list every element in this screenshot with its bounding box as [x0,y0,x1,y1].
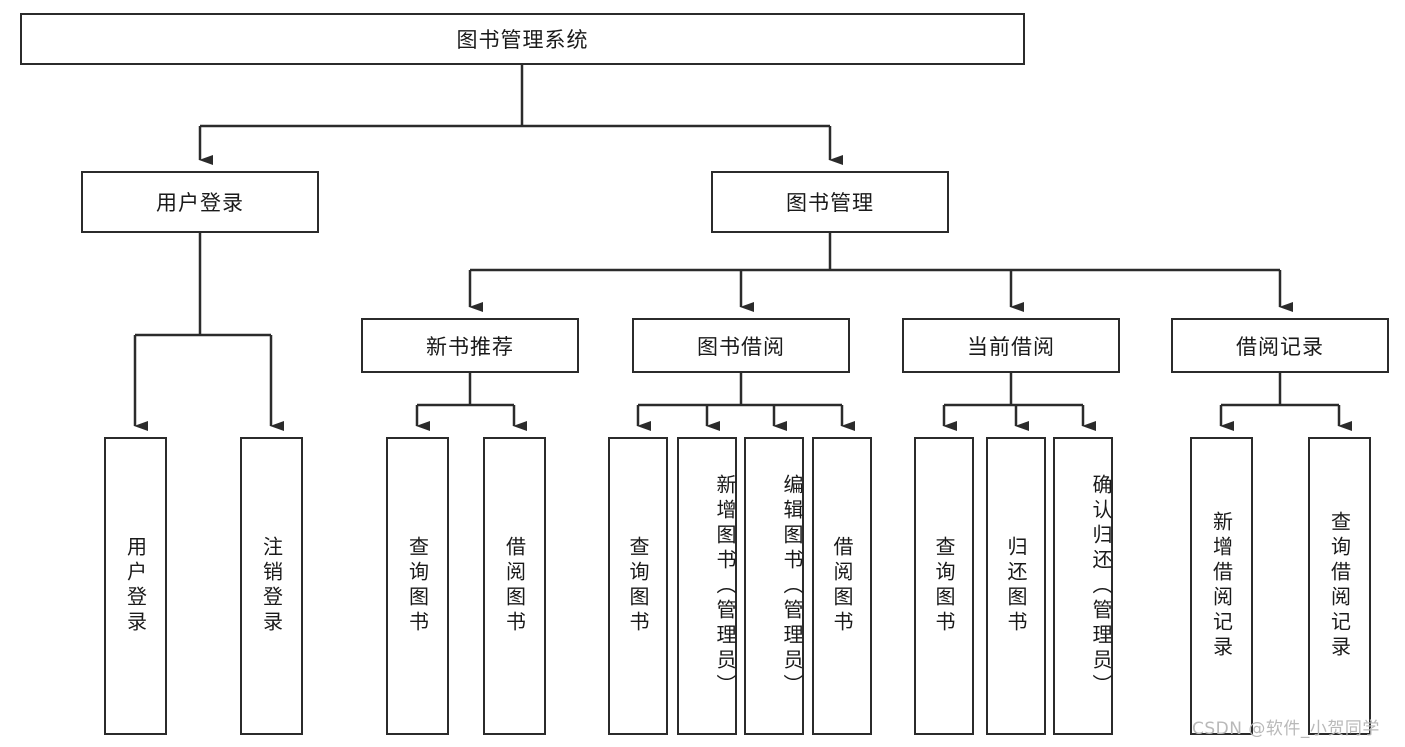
node-borrow-record-label: 借阅记录 [1236,334,1324,359]
node-leaf-borrow-book-bor-label: 借阅图书 [830,536,854,636]
node-leaf-confirm-return-label: 确认归还（管理员） [1089,473,1113,699]
node-leaf-user-logout[interactable]: 注销登录 [240,437,303,735]
node-leaf-query-book-bor[interactable]: 查询图书 [608,437,668,735]
node-book-manage-label: 图书管理 [786,191,874,215]
node-current-borrow[interactable]: 当前借阅 [902,318,1120,373]
node-leaf-confirm-return[interactable]: 确认归还（管理员） [1053,437,1113,735]
csdn-watermark: CSDN @软件_小贺同学 [1192,719,1380,739]
node-leaf-edit-book-label: 编辑图书（管理员） [780,473,804,699]
node-leaf-add-book[interactable]: 新增图书（管理员） [677,437,737,735]
node-leaf-user-login-label: 用户登录 [123,536,148,636]
node-leaf-borrow-book-bor[interactable]: 借阅图书 [812,437,872,735]
node-leaf-query-record[interactable]: 查询借阅记录 [1308,437,1371,735]
node-new-book-recommend-label: 新书推荐 [426,334,514,359]
node-borrow-record[interactable]: 借阅记录 [1171,318,1389,373]
node-book-borrow-label: 图书借阅 [697,334,785,359]
node-leaf-add-record[interactable]: 新增借阅记录 [1190,437,1253,735]
node-leaf-query-book-rec[interactable]: 查询图书 [386,437,449,735]
node-user-login[interactable]: 用户登录 [81,171,319,233]
node-leaf-borrow-book-rec[interactable]: 借阅图书 [483,437,546,735]
node-leaf-user-login[interactable]: 用户登录 [104,437,167,735]
node-leaf-query-book-cur[interactable]: 查询图书 [914,437,974,735]
node-user-login-label: 用户登录 [156,191,244,215]
node-leaf-user-logout-label: 注销登录 [259,536,284,636]
node-new-book-recommend[interactable]: 新书推荐 [361,318,579,373]
node-current-borrow-label: 当前借阅 [967,334,1055,359]
node-leaf-borrow-book-rec-label: 借阅图书 [502,536,527,636]
node-leaf-query-record-label: 查询借阅记录 [1327,511,1352,661]
node-leaf-add-book-label: 新增图书（管理员） [713,473,737,699]
node-leaf-add-record-label: 新增借阅记录 [1209,511,1234,661]
node-leaf-return-book[interactable]: 归还图书 [986,437,1046,735]
node-leaf-query-book-bor-label: 查询图书 [626,536,650,636]
node-book-borrow[interactable]: 图书借阅 [632,318,850,373]
node-leaf-query-book-rec-label: 查询图书 [405,536,430,636]
node-book-manage[interactable]: 图书管理 [711,171,949,233]
node-leaf-return-book-label: 归还图书 [1004,536,1028,636]
node-root[interactable]: 图书管理系统 [20,13,1025,65]
node-leaf-query-book-cur-label: 查询图书 [932,536,956,636]
node-root-label: 图书管理系统 [456,28,589,52]
node-leaf-edit-book[interactable]: 编辑图书（管理员） [744,437,804,735]
